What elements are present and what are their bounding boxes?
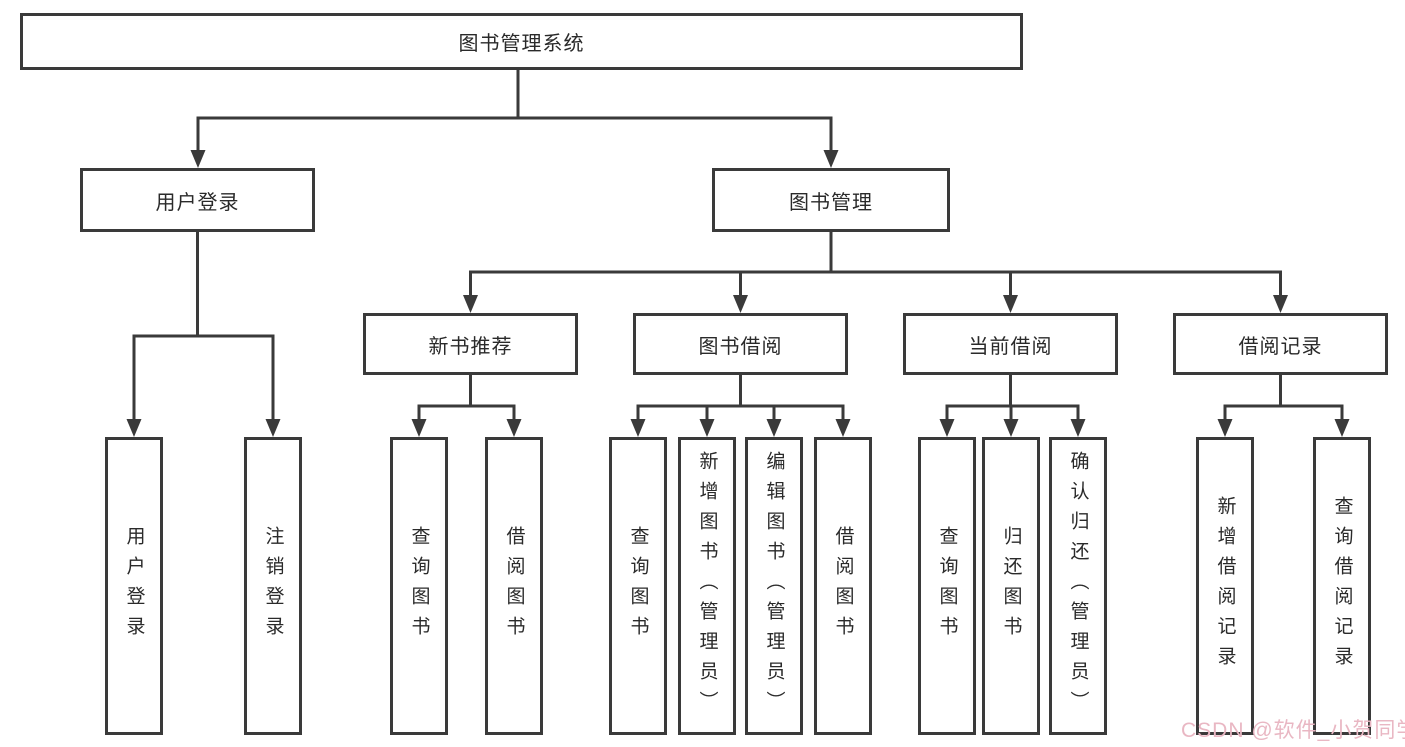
- node-label: 新增图书（管理员）: [696, 451, 718, 721]
- leaf-query-borrow-record: 查询借阅记录: [1313, 437, 1371, 735]
- csdn-watermark: CSDN @软件_小贺同学: [1181, 719, 1405, 742]
- leaf-user-login: 用户登录: [105, 437, 163, 735]
- node-label: 图书借阅: [698, 335, 783, 358]
- node-label: 借阅图书: [503, 526, 525, 646]
- node-label: 查询图书: [408, 526, 430, 646]
- node-borrowing-records: 借阅记录: [1173, 313, 1388, 375]
- node-book-management: 图书管理: [712, 168, 950, 232]
- node-label: 用户登录: [155, 191, 240, 214]
- node-label: 当前借阅: [968, 335, 1053, 358]
- node-label: 归还图书: [1000, 526, 1022, 646]
- leaf-return-books: 归还图书: [982, 437, 1040, 735]
- node-label: 借阅图书: [832, 526, 854, 646]
- node-label: 注销登录: [262, 526, 284, 646]
- node-label: 借阅记录: [1238, 335, 1323, 358]
- leaf-borrow-books: 借阅图书: [814, 437, 872, 735]
- node-library-management-system: 图书管理系统: [20, 13, 1023, 70]
- node-label: 图书管理: [789, 191, 873, 214]
- leaf-edit-books-admin: 编辑图书（管理员）: [745, 437, 803, 735]
- leaf-add-books-admin: 新增图书（管理员）: [678, 437, 736, 735]
- node-label: 新增借阅记录: [1214, 496, 1236, 676]
- node-user-login: 用户登录: [80, 168, 315, 232]
- leaf-query-books: 查询图书: [918, 437, 976, 735]
- leaf-borrow-books: 借阅图书: [485, 437, 543, 735]
- node-label: 查询借阅记录: [1331, 496, 1353, 676]
- leaf-add-borrow-record: 新增借阅记录: [1196, 437, 1254, 735]
- node-label: 新书推荐: [428, 335, 513, 358]
- node-current-borrowing: 当前借阅: [903, 313, 1118, 375]
- node-label: 编辑图书（管理员）: [763, 451, 785, 721]
- leaf-query-books: 查询图书: [390, 437, 448, 735]
- node-label: 查询图书: [627, 526, 649, 646]
- node-book-borrowing: 图书借阅: [633, 313, 848, 375]
- node-label: 确认归还（管理员）: [1067, 451, 1089, 721]
- node-label: 用户登录: [123, 526, 145, 646]
- leaf-logout: 注销登录: [244, 437, 302, 735]
- node-label: 图书管理系统: [458, 33, 585, 55]
- node-label: 查询图书: [936, 526, 958, 646]
- node-new-book-recommendation: 新书推荐: [363, 313, 578, 375]
- leaf-confirm-return-admin: 确认归还（管理员）: [1049, 437, 1107, 735]
- leaf-query-books: 查询图书: [609, 437, 667, 735]
